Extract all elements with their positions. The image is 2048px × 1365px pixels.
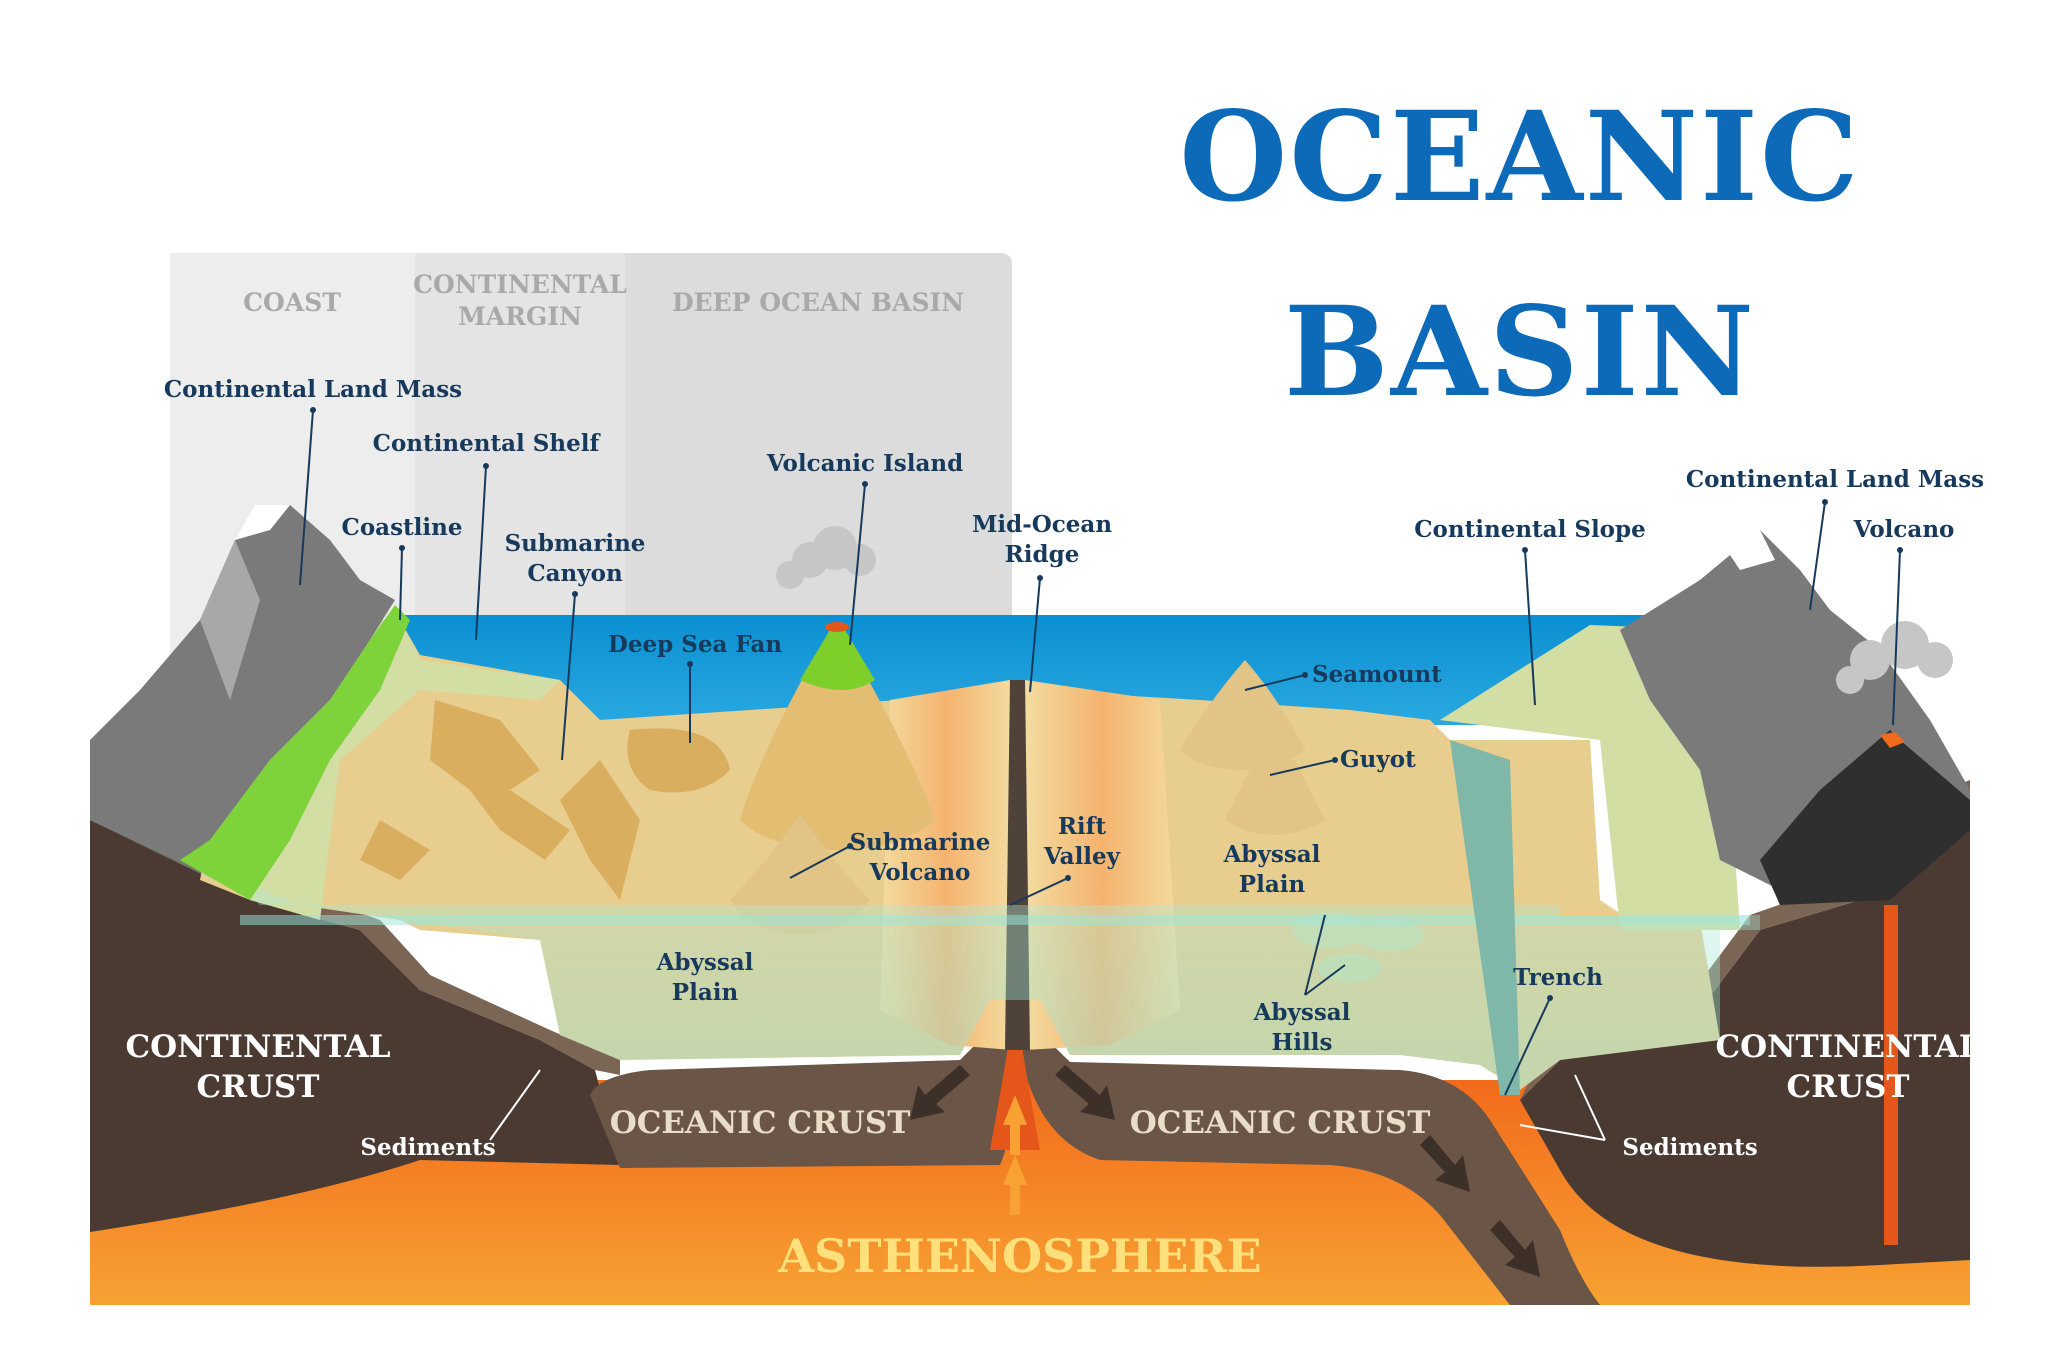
label-mid-ocean-ridge-1: Mid-Ocean (972, 511, 1112, 538)
upwelling-arrows (1003, 1095, 1027, 1215)
deep-ocean-basin-zone-panel (625, 253, 1012, 673)
continental-crust-right (1520, 800, 1970, 1267)
label-continental-slope: Continental Slope (1414, 516, 1645, 543)
label-abyssal-plain-right-1: Abyssal (1223, 841, 1321, 868)
volcanic-island-smoke (776, 526, 876, 589)
label-continental-crust-right-2: CRUST (1787, 1069, 1910, 1105)
label-volcano: Volcano (1853, 516, 1955, 543)
label-asthenosphere: ASTHENOSPHERE (777, 1229, 1261, 1283)
zone-continental-margin-2: MARGIN (458, 302, 582, 331)
volcanic-island-crater (825, 622, 849, 632)
continental-crust-left (90, 820, 620, 1232)
oceanic-crust-right-plate (1022, 1015, 1600, 1305)
label-deep-sea-fan: Deep Sea Fan (608, 631, 782, 658)
volcano-crater (1880, 732, 1905, 748)
water-surface-band (240, 915, 1750, 925)
continental-margin-zone-panel (415, 253, 625, 673)
guyot (1225, 760, 1325, 835)
label-guyot: Guyot (1340, 746, 1416, 773)
label-abyssal-hills-1: Abyssal (1253, 999, 1351, 1026)
left-mountains-facet (200, 540, 260, 700)
leader-dots (310, 407, 1903, 1001)
label-mid-ocean-ridge-2: Ridge (1005, 541, 1080, 568)
label-sediments-left: Sediments (360, 1134, 495, 1161)
volcanic-island-peak (800, 630, 875, 690)
label-abyssal-hills-2: Hills (1272, 1029, 1333, 1056)
label-continental-crust-left-1: CONTINENTAL (125, 1029, 390, 1065)
zone-coast: COAST (243, 288, 341, 317)
label-oceanic-crust-right: OCEANIC CRUST (1130, 1105, 1431, 1141)
continental-shelf-surface (250, 620, 560, 920)
volcano-magma-conduit (1884, 905, 1898, 1245)
label-abyssal-plain-left-2: Plain (672, 979, 739, 1006)
label-submarine-canyon-1: Submarine (505, 530, 646, 557)
label-volcanic-island: Volcanic Island (766, 450, 963, 477)
label-rift-valley-1: Rift (1058, 813, 1107, 840)
zone-continental-margin-1: CONTINENTAL (413, 270, 627, 299)
label-continental-shelf: Continental Shelf (373, 430, 602, 457)
left-mountain-snowcap (235, 505, 290, 540)
right-mountain-snowcap (1720, 530, 1775, 570)
label-rift-valley-2: Valley (1043, 843, 1121, 870)
label-abyssal-plain-left-1: Abyssal (656, 949, 754, 976)
volcano-cone (1760, 730, 1970, 905)
trench (1450, 740, 1520, 1095)
label-continental-land-mass-right: Continental Land Mass (1686, 466, 1984, 493)
title-line-1: OCEANIC (1179, 85, 1860, 230)
volcano-smoke (1836, 621, 1953, 694)
left-mountains (90, 505, 395, 860)
label-coastline: Coastline (342, 514, 463, 541)
label-continental-crust-left-2: CRUST (197, 1069, 320, 1105)
magma-upwelling (990, 1000, 1040, 1150)
plate-motion-arrows (910, 1065, 1540, 1277)
label-submarine-canyon-2: Canyon (527, 560, 623, 587)
oceanic-crust-left-plate (590, 1015, 1012, 1168)
label-abyssal-plain-right-2: Plain (1239, 871, 1306, 898)
label-trench: Trench (1513, 964, 1603, 991)
water-overlay (90, 820, 1760, 1090)
left-coastal-vegetation (180, 605, 410, 900)
title-line-2: BASIN (1284, 280, 1756, 425)
label-submarine-volcano-2: Volcano (869, 859, 971, 886)
label-sediments-right: Sediments (1622, 1134, 1757, 1161)
zone-deep-ocean-basin: DEEP OCEAN BASIN (672, 288, 964, 317)
seamount (1180, 660, 1305, 770)
volcanic-island-body (740, 630, 935, 850)
leader-lines (299, 409, 1901, 1141)
zone-panels (170, 253, 1012, 673)
label-oceanic-crust-left: OCEANIC CRUST (610, 1105, 911, 1141)
label-seamount: Seamount (1312, 661, 1442, 688)
label-continental-land-mass-left: Continental Land Mass (164, 376, 462, 403)
label-continental-crust-right-1: CONTINENTAL (1715, 1029, 1980, 1065)
deep-sea-fan (627, 728, 730, 793)
submarine-canyon (360, 700, 640, 900)
label-submarine-volcano-1: Submarine (850, 829, 991, 856)
